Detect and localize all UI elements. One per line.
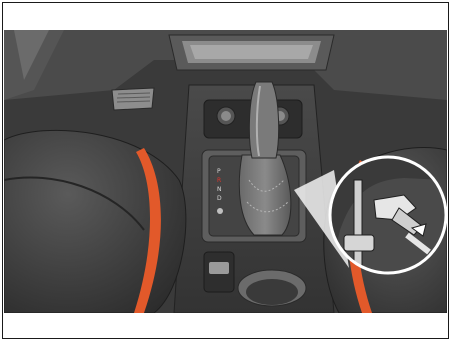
gear-label-p: P — [217, 168, 221, 175]
pedal — [112, 88, 154, 110]
shift-lock-button-icon — [217, 208, 223, 214]
car-interior-drawing: P R N D — [4, 30, 447, 313]
shifter-illustration: P R N D — [4, 30, 447, 313]
gear-label-n: N — [217, 186, 222, 193]
gear-label-d: D — [217, 195, 222, 202]
gear-label-r: R — [217, 177, 221, 184]
storage-tray — [169, 35, 334, 70]
magnified-detail — [330, 157, 446, 273]
